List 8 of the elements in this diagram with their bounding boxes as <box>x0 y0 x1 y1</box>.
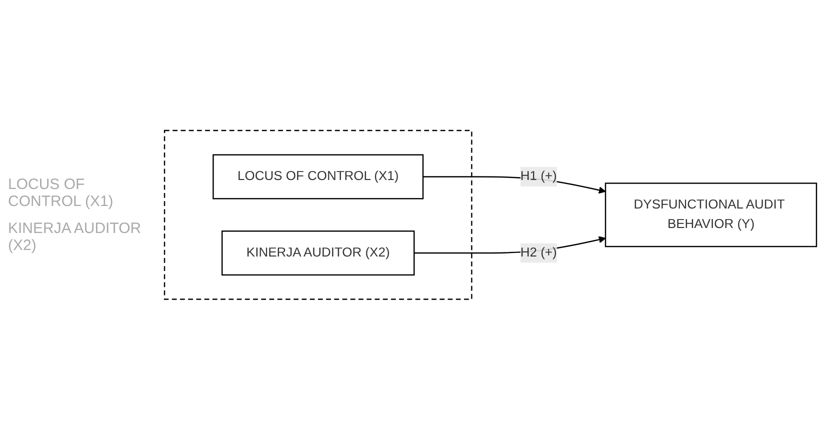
node-box: LOCUS OF CONTROL (X1) <box>212 154 424 200</box>
edge-label: H1 (+) <box>520 170 557 184</box>
node-box: DYSFUNCTIONAL AUDIT BEHAVIOR (Y) <box>604 182 818 248</box>
node-box: KINERJA AUDITOR (X2) <box>221 230 415 276</box>
faded-label: LOCUS OF CONTROL (X1) <box>8 176 114 210</box>
edge-label: H2 (+) <box>520 246 557 260</box>
cluster <box>164 130 472 300</box>
faded-label: KINERJA AUDITOR (X2) <box>8 220 142 254</box>
